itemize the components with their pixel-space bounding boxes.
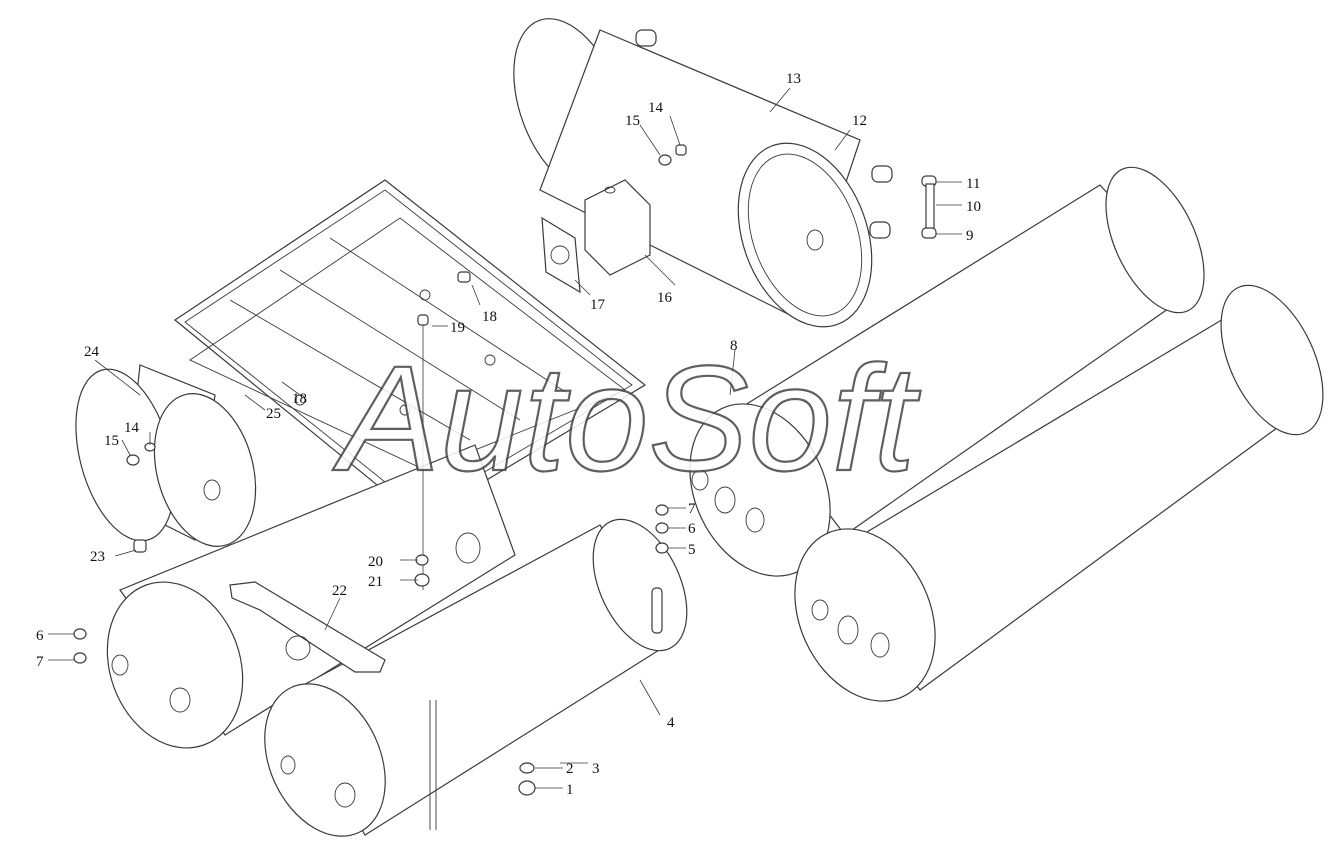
callout-24: 24: [84, 344, 100, 360]
callout-19: 19: [450, 320, 465, 336]
callout-12: 12: [852, 113, 867, 129]
callout-23: 23: [90, 549, 105, 565]
callout-7: 7: [36, 654, 44, 670]
callout-10: 10: [966, 199, 981, 215]
callout-25: 25: [266, 406, 281, 422]
callout-1: 1: [566, 782, 574, 798]
callout-20: 20: [368, 554, 383, 570]
callout-8: 8: [730, 338, 738, 354]
bracket-22: [229, 581, 386, 673]
callout-11: 11: [966, 176, 980, 192]
callout-16: 16: [657, 290, 673, 306]
callout-15: 15: [625, 113, 640, 129]
tank-13: [513, 18, 893, 328]
callout-18: 18: [482, 309, 497, 325]
fasteners: [73, 144, 687, 796]
tank-8-rear: [744, 166, 1205, 536]
callout-18: 18: [292, 391, 307, 407]
leader-lines: [48, 87, 962, 789]
tank-24: [75, 364, 257, 547]
callout-9: 9: [966, 228, 974, 244]
pipe-assembly-9-11: [921, 175, 937, 239]
callout-13: 13: [786, 71, 801, 87]
callout-labels: 1 2 3 4 5 6 6 7 7 8 9 10 11 12 13 14 14 …: [36, 71, 981, 798]
callout-14: 14: [124, 420, 140, 436]
watermark-text: AutoSoft: [332, 334, 921, 502]
callout-21: 21: [368, 574, 383, 590]
callout-2: 2: [566, 761, 574, 777]
callout-6: 6: [688, 521, 696, 537]
tank-rear-lower: [106, 444, 516, 749]
plate-17: [541, 216, 581, 294]
callout-22: 22: [332, 583, 347, 599]
bracket-16: [584, 179, 651, 276]
tank-8-lower: [794, 284, 1324, 702]
strap-4: [429, 587, 663, 830]
callout-3: 3: [592, 761, 600, 777]
callout-17: 17: [590, 297, 606, 313]
callout-15: 15: [104, 433, 119, 449]
battery-box: [173, 179, 647, 521]
callout-6: 6: [36, 628, 44, 644]
callout-7: 7: [688, 501, 696, 517]
callout-14: 14: [648, 100, 664, 116]
callout-5: 5: [688, 542, 696, 558]
callout-4: 4: [667, 715, 675, 731]
